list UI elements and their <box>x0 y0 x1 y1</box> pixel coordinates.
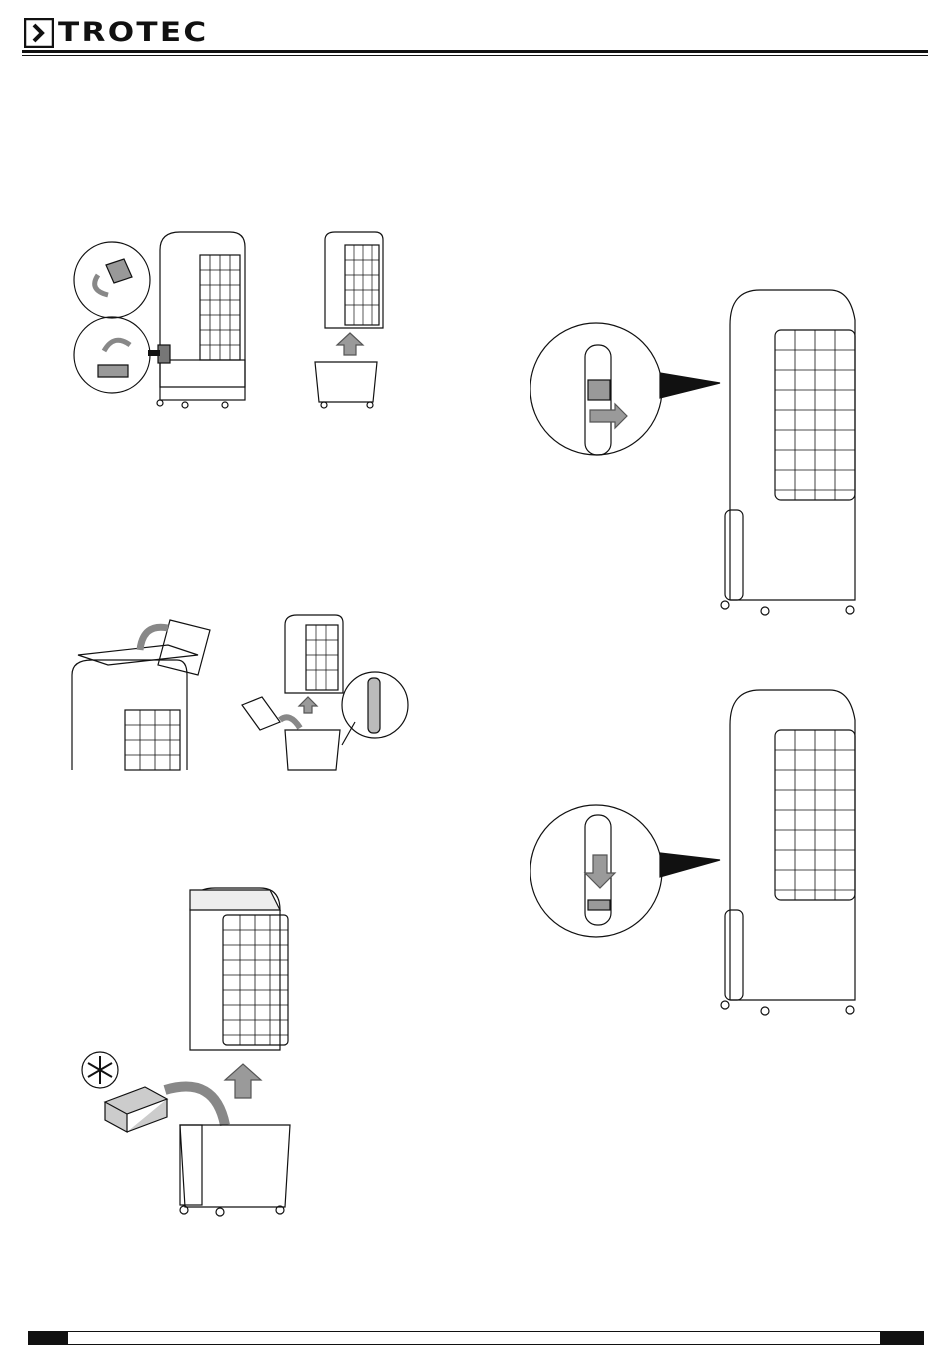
arrow-up-icon <box>299 697 317 713</box>
page-footer <box>28 1331 924 1347</box>
trotec-logo-icon <box>24 18 54 48</box>
figure-drain-open <box>530 285 865 620</box>
curved-arrow-icon <box>280 717 300 728</box>
curved-arrow-icon <box>104 340 130 351</box>
ice-pack-icon <box>105 1087 167 1132</box>
brand-name: TROTEC <box>58 17 208 48</box>
arrow-up-icon <box>337 333 363 355</box>
arrow-out-icon <box>590 404 627 428</box>
figure-drain-close <box>530 685 865 1020</box>
curved-arrow-icon <box>95 275 108 295</box>
figure-remove-water-tank <box>70 225 400 420</box>
header-rule-thin <box>22 55 928 56</box>
footer-block-right <box>880 1331 924 1345</box>
callout-lever-up <box>74 242 150 318</box>
figure-cooling-pads <box>70 610 415 775</box>
footer-block-left <box>28 1331 68 1345</box>
arrow-up-icon <box>225 1064 261 1098</box>
footer-rule <box>28 1331 924 1345</box>
figure-ice-pack <box>80 880 300 1220</box>
page-header: TROTEC <box>0 0 950 60</box>
curved-arrow-icon <box>165 1087 225 1125</box>
callout-lever-down <box>74 317 150 393</box>
header-rule <box>22 50 928 53</box>
